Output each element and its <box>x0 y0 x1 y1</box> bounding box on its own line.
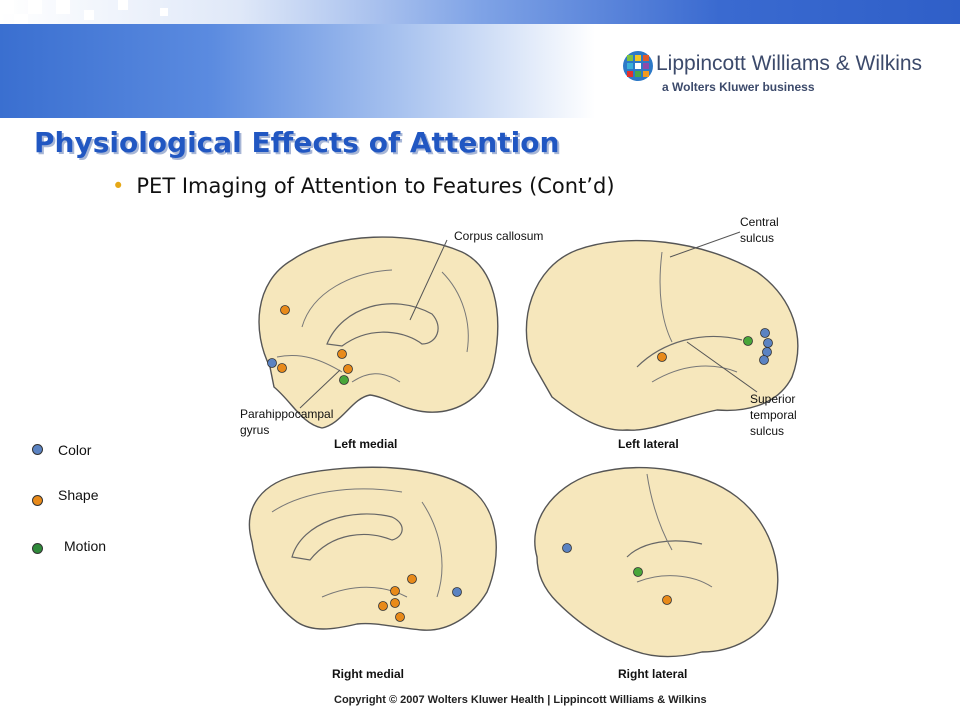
bullet-text: PET Imaging of Attention to Features (Co… <box>136 174 615 198</box>
publisher-logo-icon <box>623 51 653 81</box>
brain-figure: Corpus callosum Parahippocampal gyrus Le… <box>232 212 822 696</box>
motion-activation-dot <box>743 336 753 346</box>
header-square <box>56 0 70 14</box>
shape-activation-dot <box>657 352 667 362</box>
right-lateral-sulcus <box>636 575 713 588</box>
publisher-tagline: a Wolters Kluwer business <box>662 80 815 94</box>
right-lateral-outline <box>534 466 779 658</box>
shape-activation-dot <box>395 612 405 622</box>
left-lateral-label: Left lateral <box>618 437 679 451</box>
shape-activation-dot <box>390 598 400 608</box>
color-activation-dot <box>760 328 770 338</box>
legend-shape-dot <box>32 495 43 506</box>
central-sulcus-label-2: sulcus <box>740 231 774 245</box>
header-square <box>28 0 42 14</box>
parahippocampal-label: Parahippocampal <box>240 407 333 421</box>
right-medial-sulcus <box>321 586 408 598</box>
header-top-band <box>0 0 960 24</box>
leader-line <box>299 369 341 409</box>
copyright-notice: Copyright © 2007 Wolters Kluwer Health |… <box>334 694 707 706</box>
motion-activation-dot <box>339 375 349 385</box>
legend-motion-dot <box>32 543 43 554</box>
bullet-dot-icon: • <box>112 174 125 198</box>
shape-activation-dot <box>277 363 287 373</box>
superior-temporal-label-3: sulcus <box>750 424 784 438</box>
publisher-name: Lippincott Williams & Wilkins <box>656 52 923 75</box>
brain-diagram: Corpus callosum Parahippocampal gyrus Le… <box>240 215 799 681</box>
header-square <box>14 14 28 24</box>
left-medial-sulcus <box>301 269 393 328</box>
shape-activation-dot <box>280 305 290 315</box>
shape-activation-dot <box>407 574 417 584</box>
legend-color-label: Color <box>58 442 92 458</box>
left-lateral-central-sulcus <box>659 251 673 343</box>
color-activation-dot <box>763 338 773 348</box>
left-medial-corpus <box>326 303 439 347</box>
legend-color-dot <box>32 444 43 455</box>
color-activation-dot <box>452 587 462 597</box>
right-medial-sulcus <box>421 501 443 598</box>
leader-line <box>409 239 448 321</box>
left-lateral-sulcus <box>651 365 738 383</box>
corpus-callosum-label: Corpus callosum <box>454 229 543 243</box>
left-lateral-outline <box>525 239 799 431</box>
shape-activation-dot <box>343 364 353 374</box>
shape-activation-dot <box>378 601 388 611</box>
legend-shape-label: Shape <box>58 487 99 503</box>
header-square <box>118 0 128 10</box>
publisher-logo: Lippincott Williams & Wilkins a Wolters … <box>622 50 942 100</box>
left-medial-sulcus <box>276 354 343 373</box>
left-medial-label: Left medial <box>334 437 397 451</box>
left-lateral-brain <box>525 231 799 431</box>
left-medial-brain <box>258 236 499 429</box>
color-activation-dot <box>759 355 769 365</box>
shape-activation-dot <box>662 595 672 605</box>
header-square <box>84 10 94 20</box>
superior-temporal-label-2: temporal <box>750 408 797 422</box>
left-lateral-sylvian <box>636 335 743 368</box>
leader-line <box>686 341 758 393</box>
left-medial-sulcus <box>441 271 469 353</box>
central-sulcus-label: Central <box>740 215 779 229</box>
parahippocampal-label-2: gyrus <box>240 423 269 437</box>
color-activation-dot <box>562 543 572 553</box>
shape-activation-dot <box>390 586 400 596</box>
right-lateral-central-sulcus <box>646 473 673 551</box>
leader-line <box>669 231 741 258</box>
right-medial-brain <box>248 466 497 631</box>
legend-motion-label: Motion <box>64 538 107 554</box>
header-square <box>0 0 14 14</box>
superior-temporal-label: Superior <box>750 392 795 406</box>
shape-activation-dot <box>337 349 347 359</box>
right-medial-label: Right medial <box>332 667 404 681</box>
slide-title: Physiological Effects of Attention <box>34 126 560 159</box>
right-lateral-brain <box>534 466 779 658</box>
right-medial-sulcus <box>271 488 403 513</box>
right-medial-outline <box>248 466 497 631</box>
right-lateral-sylvian <box>626 540 703 558</box>
color-activation-dot <box>267 358 277 368</box>
left-medial-sulcus <box>351 373 401 383</box>
bullet-item: • PET Imaging of Attention to Features (C… <box>112 174 615 198</box>
right-medial-corpus <box>291 513 403 561</box>
motion-activation-dot <box>633 567 643 577</box>
header-square <box>160 8 168 16</box>
slide-header: Lippincott Williams & Wilkins a Wolters … <box>0 0 960 118</box>
right-lateral-label: Right lateral <box>618 667 687 681</box>
